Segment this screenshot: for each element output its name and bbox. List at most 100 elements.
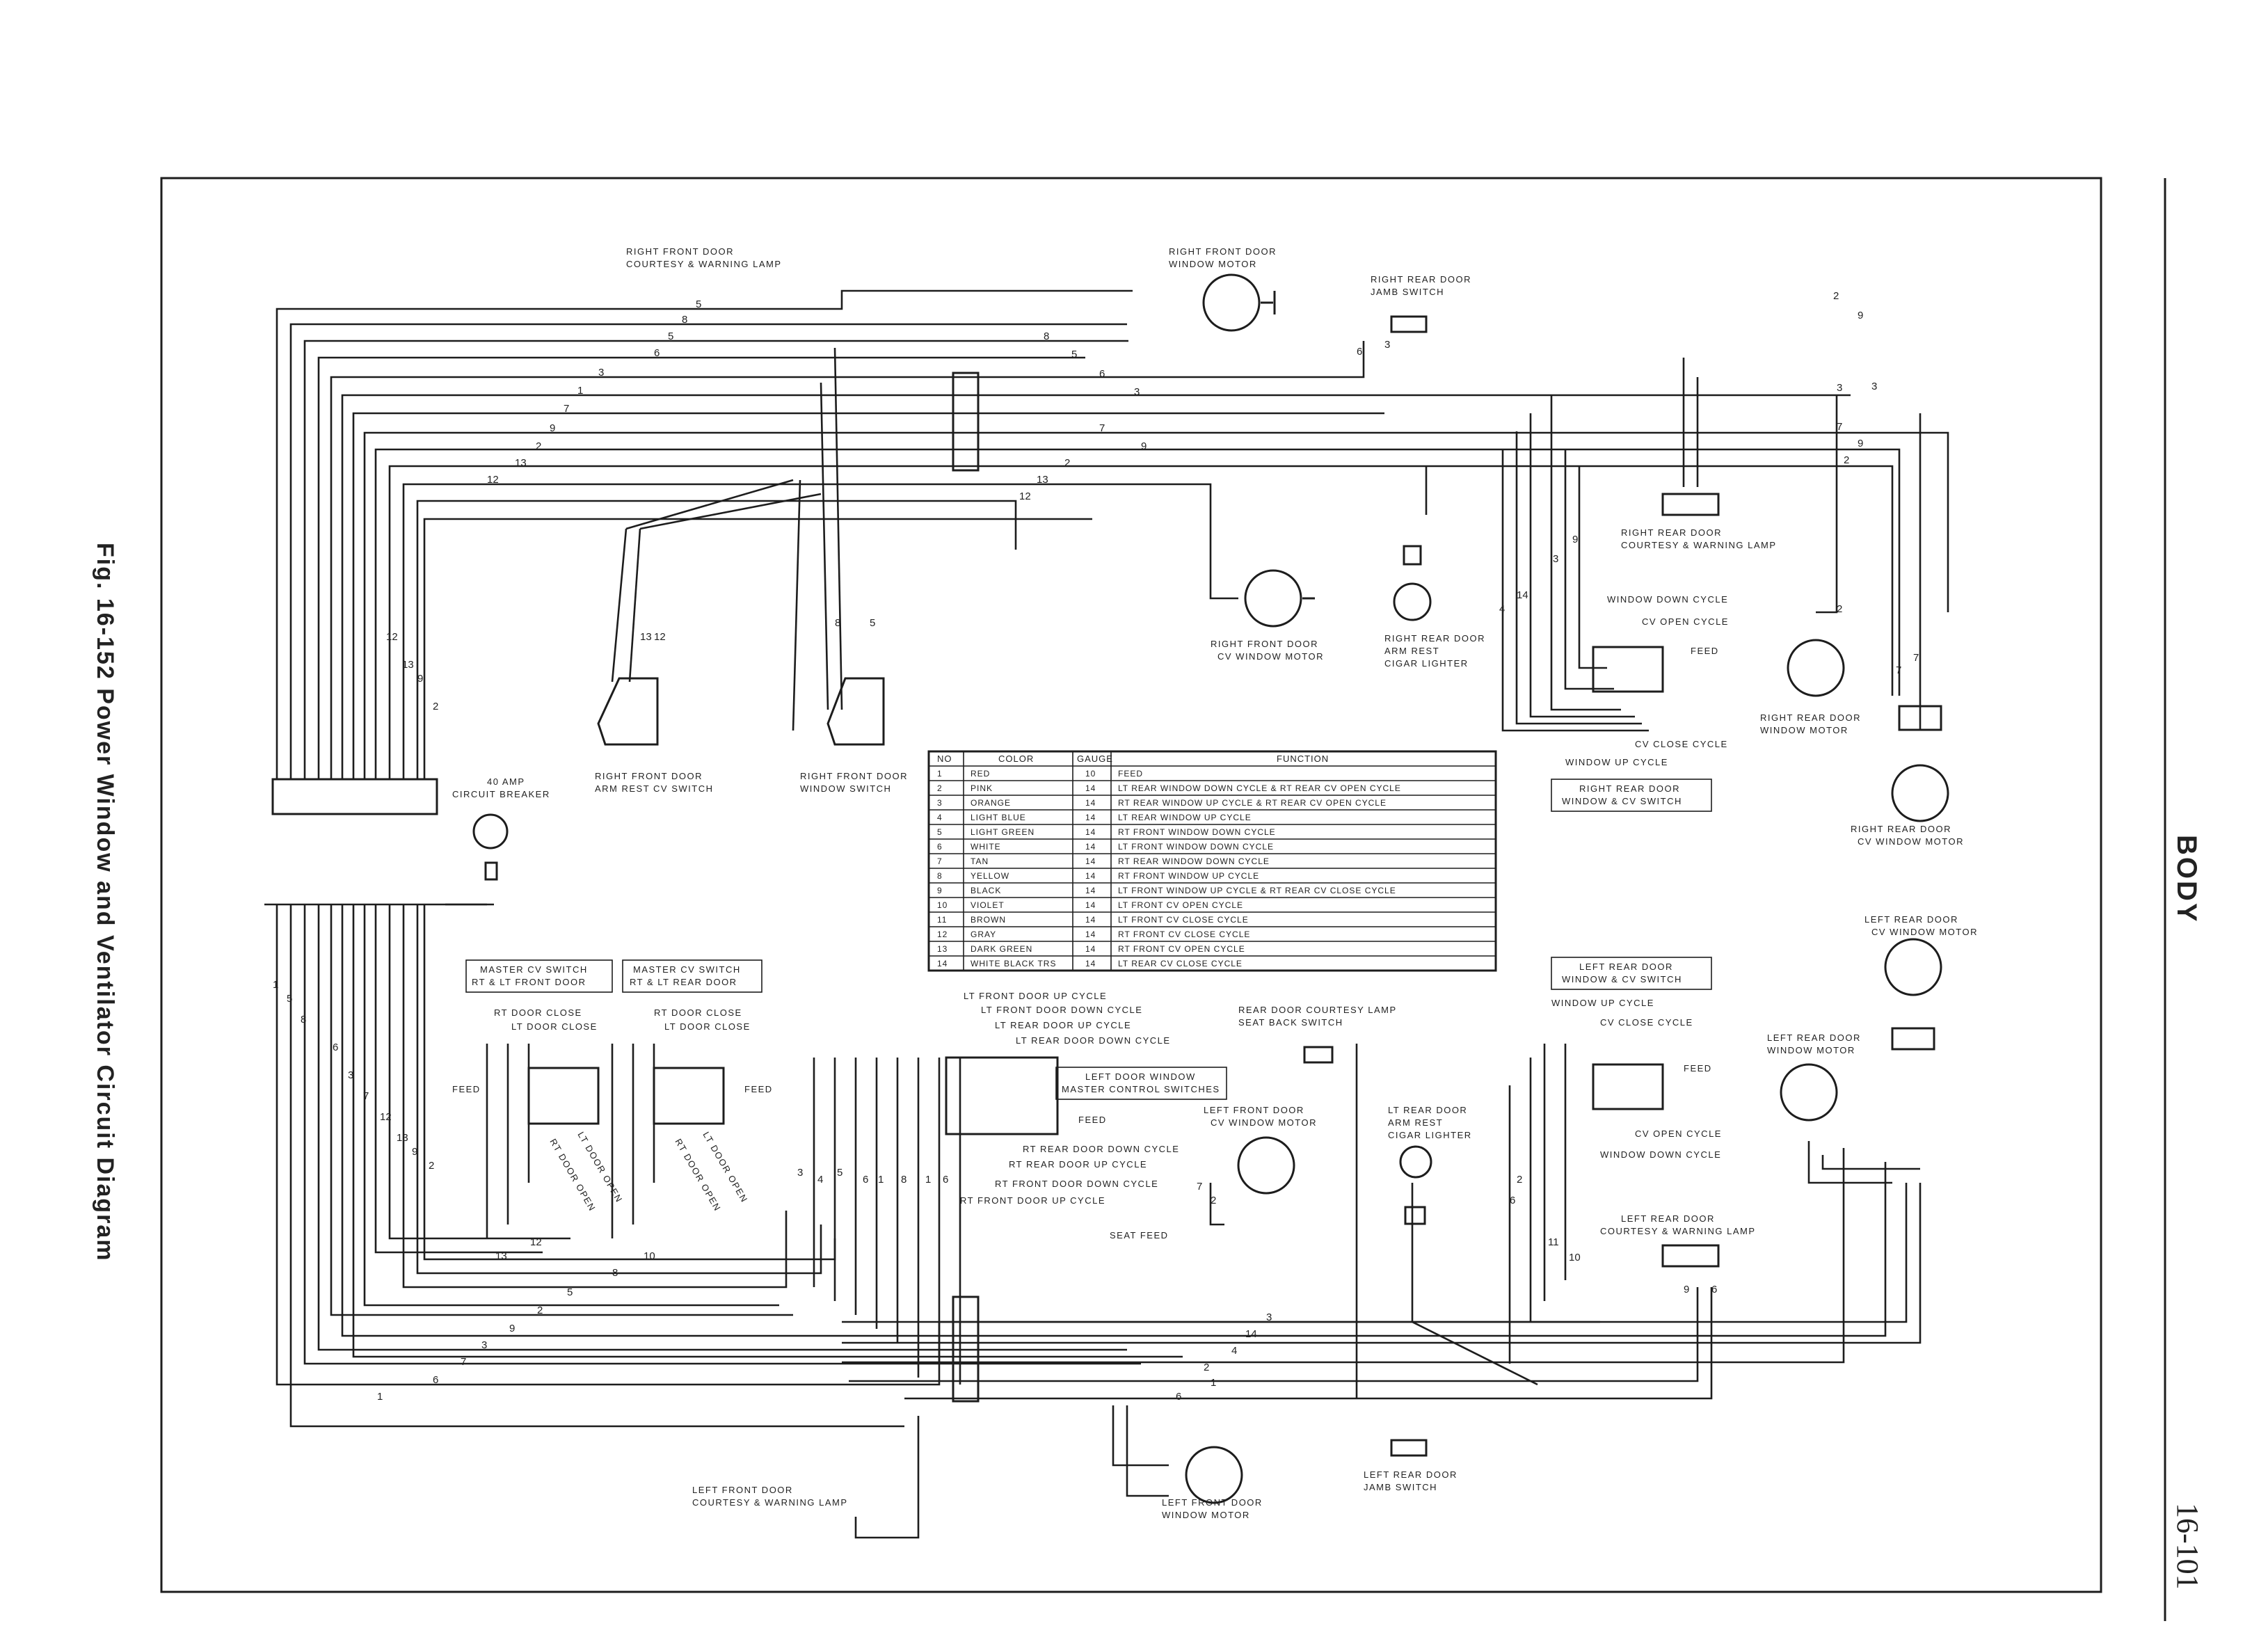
table-cell: LT FRONT CV OPEN CYCLE [1118,900,1243,910]
lm-t4: LT REAR DOOR DOWN CYCLE [1016,1035,1171,1046]
wire-number: 13 [402,659,414,671]
wire-number: 12 [654,631,666,643]
wire-number: 6 [1099,368,1105,380]
breaker-l1: 40 AMP [487,776,525,787]
table-cell: WHITE [971,842,1001,852]
table-cell: TAN [971,856,989,866]
rr-t3: CV CLOSE CYCLE [1635,739,1728,749]
rr-window-motor [1787,639,1845,697]
wire-number: 7 [461,1356,466,1368]
wire-number: 6 [1357,346,1362,358]
master-front-l2: RT & LT FRONT DOOR [472,977,586,987]
table-cell: GRAY [971,930,996,939]
wire-number: 7 [1896,664,1901,676]
wire-number: 3 [797,1167,803,1179]
wire-number: 4 [817,1174,823,1186]
rf-window-switch-l1: RIGHT FRONT DOOR [800,771,908,781]
wire-number: 3 [1384,339,1390,351]
wire-number: 6 [863,1174,868,1186]
table-cell: 14 [1085,930,1096,939]
table-cell: 14 [1085,798,1096,808]
table-cell: LIGHT BLUE [971,813,1026,822]
table-header: NO [937,753,952,764]
rr-t2: CV OPEN CYCLE [1642,616,1729,627]
table-cell: RT REAR WINDOW UP CYCLE & RT REAR CV OPE… [1118,798,1387,808]
wire-number: 11 [1548,1236,1559,1248]
lr-courtesy-lamp [1661,1244,1720,1268]
wire-number: 6 [654,347,660,359]
table-cell: 7 [937,856,943,866]
section-title: BODY [2171,835,2202,924]
wire-number: 1 [878,1174,884,1186]
lr-jamb-l2: JAMB SWITCH [1364,1482,1437,1492]
lr-courtesy-l2: COURTESY & WARNING LAMP [1600,1226,1756,1236]
lr-window-motor-l2: WINDOW MOTOR [1767,1045,1855,1055]
wire-number: 8 [1044,330,1049,342]
rf-cv-window-motor [1244,569,1315,628]
rf-window-switch-l2: WINDOW SWITCH [800,783,891,794]
wire-number: 1 [925,1174,931,1186]
wire-number: 6 [333,1042,338,1053]
wire-number: 5 [668,330,673,342]
table-header: FUNCTION [1277,753,1329,764]
lm-t1: LT FRONT DOOR UP CYCLE [964,991,1107,1001]
wire-number: 8 [901,1174,907,1186]
wire-number: 5 [287,993,292,1005]
wire-number: 8 [301,1014,306,1026]
lf-window-motor-l2: WINDOW MOTOR [1162,1510,1250,1520]
rr-jamb-l1: RIGHT REAR DOOR [1371,274,1471,285]
rr-cv-motor-l2: CV WINDOW MOTOR [1858,836,1964,847]
wire-number: 2 [1517,1174,1522,1186]
rr-switch-l1: RIGHT REAR DOOR [1579,783,1680,794]
wire-number: 13 [515,457,527,469]
lr-courtesy-l1: LEFT REAR DOOR [1621,1213,1715,1224]
wire-number: 9 [1858,438,1863,449]
wire-number: 3 [481,1339,487,1351]
seatback-l2: SEAT BACK SWITCH [1238,1017,1343,1028]
wire-number: 2 [537,1305,543,1316]
wire-number: 9 [1858,310,1863,321]
table-cell: LT REAR CV CLOSE CYCLE [1118,959,1243,968]
harness-clamp-top [952,372,980,472]
wire-number: 1 [577,385,583,397]
wire-number: 6 [943,1174,948,1186]
table-cell: 11 [937,915,947,925]
lr-cv-motor-l1: LEFT REAR DOOR [1864,914,1958,925]
wire-number: 3 [1837,382,1842,394]
rr-cv-motor-l1: RIGHT REAR DOOR [1851,824,1951,834]
table-cell: 14 [1085,959,1096,968]
wire-number: 5 [837,1167,842,1179]
lr-jamb-switch [1390,1439,1428,1457]
wire-number: 9 [412,1146,417,1158]
wire-number: 3 [1134,386,1140,398]
wire-number: 2 [1833,290,1839,302]
wire-number: 1 [273,979,278,991]
lr-window-motor [1780,1063,1838,1122]
mr-feed: FEED [744,1084,773,1094]
master-cv-rear-box [653,1067,725,1125]
wire-number: 2 [1844,454,1849,466]
rf-cv-motor-l1: RIGHT FRONT DOOR [1211,639,1318,649]
table-cell: 14 [1085,827,1096,837]
table-cell: 10 [1085,769,1096,779]
rf-armrest-l1: RIGHT FRONT DOOR [595,771,703,781]
table-cell: 14 [1085,813,1096,822]
wire-number: 14 [1517,589,1528,601]
rr-window-motor-l1: RIGHT REAR DOOR [1760,712,1861,723]
table-cell: WHITE BLACK TRS [971,959,1056,968]
rr-window-cv-switch-box [1592,646,1664,693]
lm-t8: RT FRONT DOOR UP CYCLE [960,1195,1105,1206]
lf-cv-motor-l1: LEFT FRONT DOOR [1204,1105,1304,1115]
rr-window-motor-l2: WINDOW MOTOR [1760,725,1848,735]
wire-number: 2 [1204,1362,1209,1373]
wire-number: 7 [1837,421,1842,433]
table-cell: DARK GREEN [971,944,1032,954]
wire-number: 7 [1197,1181,1202,1193]
seat-back-switch [1303,1046,1334,1064]
lr-t3: CV OPEN CYCLE [1635,1128,1722,1139]
lr-jamb-l1: LEFT REAR DOOR [1364,1469,1458,1480]
wire-number: 2 [536,440,541,452]
table-cell: 14 [1085,783,1096,793]
circuit-breaker [472,813,509,881]
